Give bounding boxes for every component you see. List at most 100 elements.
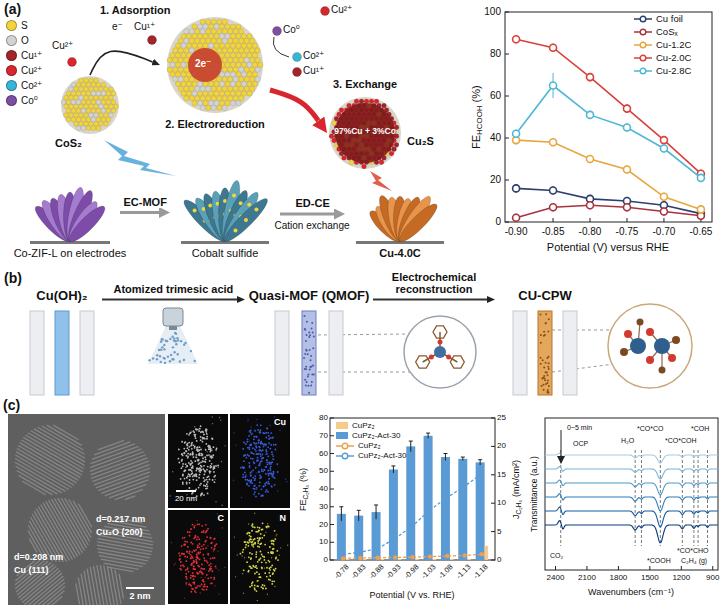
zoom-leader: [552, 364, 614, 372]
element-signal: [258, 471, 260, 473]
atom: [91, 108, 96, 113]
element-signal: [272, 540, 274, 542]
element-signal: [189, 551, 191, 553]
illustration: [180, 179, 272, 245]
rod-texture: [304, 329, 306, 331]
element-signal: [268, 567, 270, 569]
element-signal: [198, 546, 200, 548]
reference-line: [682, 450, 683, 546]
element-signal: [206, 560, 208, 562]
element-signal: [186, 465, 188, 467]
element-signal: [200, 425, 202, 427]
rod-texture: [309, 366, 311, 368]
atom: [252, 53, 257, 58]
element-signal: [240, 467, 242, 469]
atom: [69, 104, 74, 109]
sulfide-particle: 2. Electroreduction: [160, 15, 270, 115]
plot-frame: [545, 418, 718, 570]
substrate-pillar: [80, 311, 94, 395]
noise-signal: [196, 520, 197, 521]
data-marker: [623, 166, 630, 173]
element-signal: [199, 571, 201, 573]
element-signal: [254, 485, 256, 487]
atom: [197, 100, 202, 105]
element-signal: [262, 584, 264, 586]
atom: [101, 117, 106, 122]
data-marker: [550, 187, 557, 194]
noise-signal: [242, 573, 243, 574]
atom: [219, 43, 224, 48]
element-signal: [243, 460, 245, 462]
element-signal: [250, 557, 252, 559]
atom: [362, 164, 367, 169]
atom: [79, 104, 84, 109]
element-signal: [243, 442, 245, 444]
rod-texture: [304, 353, 306, 355]
element-signal: [277, 559, 279, 561]
atom: [252, 72, 257, 77]
rod-texture: [306, 321, 308, 323]
element-signal: [270, 566, 272, 568]
spray-droplet: [180, 340, 182, 342]
atom: [225, 53, 230, 58]
rod-texture: [308, 331, 310, 333]
element-signal: [270, 463, 272, 465]
atom: [214, 24, 219, 29]
atom: [84, 87, 89, 92]
element-signal: [260, 455, 262, 457]
error-bar: [428, 433, 429, 438]
element-signal: [195, 470, 197, 472]
particle: [247, 203, 251, 207]
element-signal: [197, 565, 199, 567]
element-signal: [202, 468, 204, 470]
element-signal: [189, 535, 191, 537]
atom: [239, 77, 244, 82]
fringe: [109, 484, 146, 498]
data-marker: [376, 556, 380, 560]
element-signal: [183, 553, 185, 555]
atom: [96, 108, 101, 113]
element-signal: [263, 556, 265, 558]
fringe: [100, 565, 109, 605]
atom: [96, 91, 101, 96]
element-signal: [261, 468, 263, 470]
element-signal: [191, 443, 193, 445]
noise-signal: [212, 416, 213, 417]
data-marker: [393, 555, 397, 559]
element-signal: [254, 478, 256, 480]
element-signal: [209, 537, 211, 539]
element-signal: [207, 466, 209, 468]
element-signal: [248, 446, 250, 448]
atom: [236, 72, 241, 77]
atom: [192, 43, 197, 48]
element-signal: [255, 553, 257, 555]
atom: [111, 108, 116, 113]
fringe: [76, 583, 80, 604]
rod-texture: [306, 334, 308, 336]
reference-line: [693, 450, 694, 546]
atom: [252, 81, 257, 86]
noise-signal: [189, 583, 190, 584]
spray-droplet: [169, 338, 171, 340]
element-signal: [259, 431, 261, 433]
element-signal: [204, 470, 206, 472]
fringe: [53, 425, 78, 440]
node-label: Co-ZIF-L on electrodes: [14, 247, 127, 260]
element-signal: [200, 493, 202, 495]
element-signal: [206, 429, 208, 431]
particle: [193, 209, 197, 213]
rod-texture: [309, 334, 311, 336]
illustration: [275, 311, 343, 395]
data-marker: [587, 202, 594, 209]
atom: [81, 108, 86, 113]
atom: [175, 72, 180, 77]
element-signal: [181, 460, 183, 462]
element-signal: [248, 539, 250, 541]
element-signal: [196, 555, 198, 557]
noise-signal: [196, 430, 197, 431]
element-signal: [193, 537, 195, 539]
element-signal: [183, 470, 185, 472]
noise-signal: [194, 426, 195, 427]
element-signal: [199, 543, 201, 545]
element-signal: [254, 573, 256, 575]
